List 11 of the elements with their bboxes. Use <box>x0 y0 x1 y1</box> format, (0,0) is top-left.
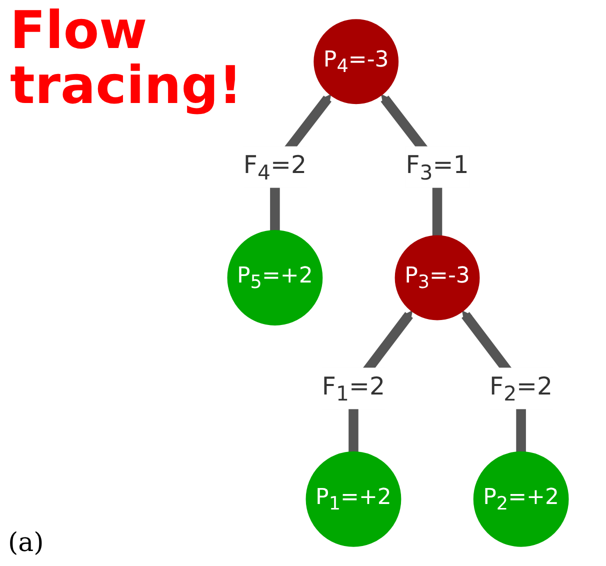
edge-label: F$_{4}$=2 <box>243 150 307 184</box>
node-circle: P$_{2}$=+2 <box>473 451 569 547</box>
node-circle: P$_{4}$=-3 <box>314 19 399 104</box>
panel-label: (a) <box>8 528 44 558</box>
edge-label: F$_{3}$=1 <box>406 150 469 184</box>
edge-label: F$_{2}$=2 <box>489 371 553 406</box>
node-circle: P$_{1}$=+2 <box>306 451 402 547</box>
edge-label: F$_{1}$=2 <box>322 371 386 406</box>
node-circle: P$_{5}$=+2 <box>227 230 323 326</box>
title: Flow tracing! <box>10 4 244 114</box>
node-circle: P$_{3}$=-3 <box>394 235 480 320</box>
